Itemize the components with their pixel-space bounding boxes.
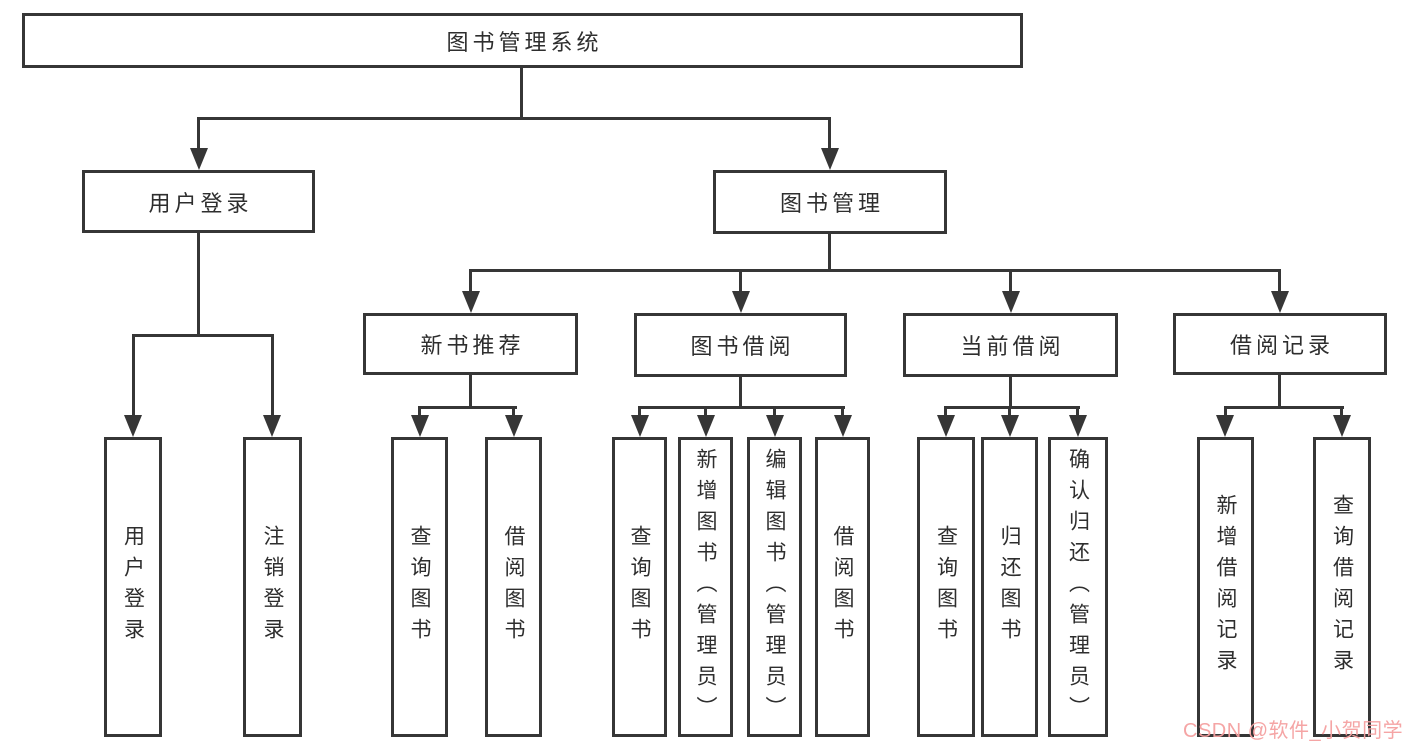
- connector-records-vertical: [1278, 375, 1281, 409]
- connector-records-horizontal: [1224, 406, 1344, 409]
- arrow-down-icon: [505, 415, 523, 437]
- arrow-down-icon: [1271, 291, 1289, 313]
- connector-stem-book-mgmt: [828, 117, 831, 150]
- leaf-add-borrow-record-label: 新增借阅记录: [1214, 494, 1237, 680]
- leaf-logout-label: 注销登录: [261, 525, 284, 649]
- leaf-confirm-return-admin: 确认归还（管理员）: [1048, 437, 1108, 737]
- connector-stem: [512, 406, 515, 417]
- arrow-down-icon: [462, 291, 480, 313]
- connector-recommend-vertical: [469, 375, 472, 409]
- connector-userlogin-vertical: [197, 233, 200, 335]
- connector-stem-user-login: [197, 117, 200, 150]
- connector-stem: [1278, 269, 1281, 293]
- leaf-add-books-admin: 新增图书（管理员）: [678, 437, 733, 737]
- arrow-down-icon: [766, 415, 784, 437]
- node-user-login: 用户登录: [82, 170, 315, 233]
- connector-stem: [469, 269, 472, 293]
- leaf-user-login: 用户登录: [104, 437, 162, 737]
- connector-stem: [704, 406, 707, 417]
- leaf-query-books-current-label: 查询图书: [934, 525, 958, 649]
- csdn-watermark: CSDN @软件_小贺同学: [1183, 720, 1404, 742]
- connector-stem: [944, 406, 947, 417]
- node-current-borrow: 当前借阅: [903, 313, 1118, 377]
- leaf-confirm-return-admin-label: 确认归还（管理员）: [1066, 447, 1090, 727]
- leaf-query-borrow-record-label: 查询借阅记录: [1330, 494, 1354, 680]
- arrow-down-icon: [263, 415, 281, 437]
- leaf-return-books: 归还图书: [981, 437, 1038, 737]
- connector-borrow-vertical: [739, 377, 742, 409]
- connector-userlogin-horizontal: [132, 334, 274, 337]
- leaf-query-books-recommend-label: 查询图书: [408, 525, 431, 649]
- node-root-system: 图书管理系统: [22, 13, 1023, 68]
- arrow-down-icon: [1069, 415, 1087, 437]
- connector-stem: [773, 406, 776, 417]
- connector-stem: [1340, 406, 1343, 417]
- leaf-query-borrow-record: 查询借阅记录: [1313, 437, 1371, 737]
- connector-stem: [132, 334, 135, 416]
- connector-recommend-horizontal: [418, 406, 517, 409]
- leaf-query-books-recommend: 查询图书: [391, 437, 448, 737]
- connector-stem: [418, 406, 421, 417]
- leaf-query-books-borrow: 查询图书: [612, 437, 667, 737]
- arrow-down-icon: [937, 415, 955, 437]
- leaf-borrow-books-label: 借阅图书: [831, 525, 854, 649]
- leaf-edit-books-admin-label: 编辑图书（管理员）: [763, 447, 786, 727]
- leaf-borrow-books-recommend: 借阅图书: [485, 437, 542, 737]
- leaf-logout: 注销登录: [243, 437, 302, 737]
- arrow-down-icon: [411, 415, 429, 437]
- node-book-borrow: 图书借阅: [634, 313, 847, 377]
- node-book-management: 图书管理: [713, 170, 947, 234]
- node-borrow-records: 借阅记录: [1173, 313, 1387, 375]
- arrow-down-icon: [631, 415, 649, 437]
- leaf-edit-books-admin: 编辑图书（管理员）: [747, 437, 802, 737]
- connector-stem: [841, 406, 844, 417]
- connector-stem: [1224, 406, 1227, 417]
- node-new-book-recommend-label: 新书推荐: [420, 333, 525, 358]
- node-user-login-label: 用户登录: [148, 190, 253, 216]
- leaf-query-books-borrow-label: 查询图书: [628, 525, 651, 649]
- connector-root-vertical: [520, 68, 523, 120]
- connector-current-horizontal: [944, 406, 1080, 409]
- connector-borrow-horizontal: [638, 406, 845, 409]
- connector-bookmgmt-horizontal: [469, 269, 1281, 272]
- leaf-borrow-books-recommend-label: 借阅图书: [502, 525, 525, 649]
- connector-stem: [1009, 269, 1012, 293]
- leaf-borrow-books: 借阅图书: [815, 437, 870, 737]
- arrow-down-icon: [732, 291, 750, 313]
- node-book-management-label: 图书管理: [779, 191, 884, 216]
- leaf-add-borrow-record: 新增借阅记录: [1197, 437, 1254, 737]
- leaf-query-books-current: 查询图书: [917, 437, 975, 737]
- node-root-system-label: 图书管理系统: [446, 29, 603, 55]
- arrow-down-icon: [1216, 415, 1234, 437]
- connector-stem: [638, 406, 641, 417]
- connector-root-horizontal: [197, 117, 831, 120]
- arrow-down-icon: [697, 415, 715, 437]
- arrow-down-icon: [821, 148, 839, 170]
- arrow-down-icon: [834, 415, 852, 437]
- arrow-down-icon: [190, 148, 208, 170]
- node-borrow-records-label: 借阅记录: [1229, 333, 1334, 358]
- node-current-borrow-label: 当前借阅: [960, 334, 1065, 359]
- arrow-down-icon: [1333, 415, 1351, 437]
- connector-stem: [1076, 406, 1079, 417]
- arrow-down-icon: [124, 415, 142, 437]
- leaf-return-books-label: 归还图书: [998, 525, 1021, 649]
- connector-stem: [1008, 406, 1011, 417]
- arrow-down-icon: [1002, 291, 1020, 313]
- connector-stem: [271, 334, 274, 416]
- connector-bookmgmt-vertical: [828, 234, 831, 272]
- leaf-add-books-admin-label: 新增图书（管理员）: [694, 447, 717, 727]
- arrow-down-icon: [1001, 415, 1019, 437]
- connector-stem: [739, 269, 742, 293]
- leaf-user-login-label: 用户登录: [121, 525, 145, 649]
- node-new-book-recommend: 新书推荐: [363, 313, 578, 375]
- node-book-borrow-label: 图书借阅: [690, 334, 795, 359]
- connector-current-vertical: [1009, 377, 1012, 409]
